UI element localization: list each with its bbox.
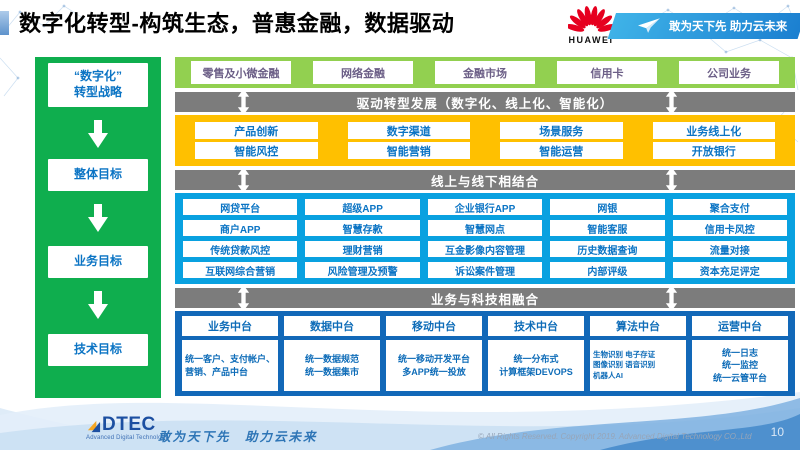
down-arrow-icon bbox=[88, 204, 108, 232]
banner-drive-label: 驱动转型发展（数字化、线上化、智能化） bbox=[356, 96, 614, 111]
application-cell: 互金影像内容管理 bbox=[427, 241, 543, 257]
banner-biz-tech-label: 业务与科技相融合 bbox=[430, 292, 539, 307]
capability-cell: 场景服务 bbox=[500, 122, 623, 139]
platform-column-mobile: 移动中台 统一移动开发平台 多APP统一投放 bbox=[386, 316, 482, 391]
application-cell: 理财营销 bbox=[305, 241, 420, 257]
application-cell: 风险管理及预警 bbox=[305, 262, 420, 278]
application-cell: 企业银行APP bbox=[427, 199, 543, 215]
business-line: 公司业务 bbox=[679, 61, 779, 84]
application-cell: 智能客服 bbox=[550, 220, 665, 236]
application-cell: 信用卡风控 bbox=[672, 220, 787, 236]
page-number: 10 bbox=[770, 425, 784, 439]
business-line: 零售及小微金融 bbox=[191, 61, 291, 84]
business-lines-row: 零售及小微金融 网络金融 金融市场 信用卡 公司业务 bbox=[175, 57, 795, 88]
platform-title: 技术中台 bbox=[488, 316, 584, 336]
adtec-logo: DTEC Advanced Digital Technology bbox=[86, 415, 168, 441]
capability-cell: 智能运营 bbox=[500, 142, 623, 159]
application-cell: 流量对接 bbox=[672, 241, 787, 257]
adtec-arrow-icon bbox=[87, 420, 101, 433]
application-cell: 超级APP bbox=[305, 199, 420, 215]
banner-biz-tech: 业务与科技相融合 bbox=[175, 285, 795, 311]
banner-drive: 驱动转型发展（数字化、线上化、智能化） bbox=[175, 89, 795, 115]
platform-detail: 统一日志 统一监控 统一云管平台 bbox=[692, 340, 788, 391]
application-cell: 历史数据查询 bbox=[550, 241, 665, 257]
application-cell: 商户APP bbox=[183, 220, 298, 236]
platform-detail: 统一数据规范 统一数据集市 bbox=[284, 340, 380, 391]
platform-column-algorithm: 算法中台 生物识别 电子存证 图像识别 语音识别 机器人AI bbox=[590, 316, 686, 391]
capability-cell: 产品创新 bbox=[195, 122, 318, 139]
platform-detail: 统一移动开发平台 多APP统一投放 bbox=[386, 340, 482, 391]
platform-detail: 生物识别 电子存证 图像识别 语音识别 机器人AI bbox=[590, 340, 686, 391]
application-cell: 网贷平台 bbox=[183, 199, 298, 215]
platform-title: 运营中台 bbox=[692, 316, 788, 336]
capability-cell: 开放银行 bbox=[652, 142, 775, 159]
updown-arrow-icon bbox=[665, 285, 678, 311]
capability-cell: 业务线上化 bbox=[652, 122, 775, 139]
application-cell: 智慧网点 bbox=[427, 220, 543, 236]
platform-column-operation: 运营中台 统一日志 统一监控 统一云管平台 bbox=[692, 316, 788, 391]
application-cell: 互联网综合营销 bbox=[183, 262, 298, 278]
application-cell: 传统贷款风控 bbox=[183, 241, 298, 257]
footer-slogan: 敢为天下先 助力云未来 bbox=[158, 430, 318, 444]
updown-arrow-icon bbox=[665, 89, 678, 115]
updown-arrow-icon bbox=[237, 89, 250, 115]
updown-arrow-icon bbox=[665, 167, 678, 193]
paper-plane-icon bbox=[638, 18, 660, 33]
huawei-wordmark: HUAWEI bbox=[568, 35, 614, 45]
strategy-step-3: 业务目标 bbox=[48, 246, 148, 278]
down-arrow-icon bbox=[88, 291, 108, 319]
capability-cell: 数字渠道 bbox=[347, 122, 470, 139]
application-cell: 资本充足评定 bbox=[672, 262, 787, 278]
capability-cell: 智能营销 bbox=[347, 142, 470, 159]
business-line: 金融市场 bbox=[435, 61, 535, 84]
title-accent-bar bbox=[0, 11, 9, 35]
banner-online-offline-label: 线上与线下相结合 bbox=[430, 174, 539, 189]
platform-block: 业务中台 统一客户、支付帐户、营销、产品中台 数据中台 统一数据规范 统一数据集… bbox=[175, 311, 795, 396]
business-line: 信用卡 bbox=[557, 61, 657, 84]
copyright-text: © All Rights Reserved. Copyright 2019. A… bbox=[478, 432, 752, 441]
strategy-step-2: 整体目标 bbox=[48, 159, 148, 191]
platform-column-data: 数据中台 统一数据规范 统一数据集市 bbox=[284, 316, 380, 391]
updown-arrow-icon bbox=[237, 167, 250, 193]
adtec-wordmark: DTEC bbox=[102, 414, 156, 435]
application-cell: 聚合支付 bbox=[672, 199, 787, 215]
platform-column-business: 业务中台 统一客户、支付帐户、营销、产品中台 bbox=[182, 316, 278, 391]
page-title: 数字化转型-构筑生态，普惠金融，数据驱动 bbox=[19, 11, 455, 36]
platform-column-tech: 技术中台 统一分布式 计算框架DEVOPS bbox=[488, 316, 584, 391]
application-cell: 网银 bbox=[550, 199, 665, 215]
platform-title: 算法中台 bbox=[590, 316, 686, 336]
down-arrow-icon bbox=[88, 120, 108, 148]
platform-detail: 统一分布式 计算框架DEVOPS bbox=[488, 340, 584, 391]
capability-cell: 智能风控 bbox=[195, 142, 318, 159]
application-cell: 智慧存款 bbox=[305, 220, 420, 236]
updown-arrow-icon bbox=[237, 285, 250, 311]
application-cell: 内部评级 bbox=[550, 262, 665, 278]
business-line: 网络金融 bbox=[313, 61, 413, 84]
header-slogan-banner: 敢为天下先 助力云未来 bbox=[607, 13, 800, 39]
strategy-sidebar: “数字化” 转型战略 整体目标 业务目标 技术目标 bbox=[35, 57, 161, 398]
platform-title: 数据中台 bbox=[284, 316, 380, 336]
platform-title: 业务中台 bbox=[182, 316, 278, 336]
header-slogan: 敢为天下先 助力云未来 bbox=[669, 21, 788, 33]
application-cell: 诉讼案件管理 bbox=[427, 262, 543, 278]
banner-online-offline: 线上与线下相结合 bbox=[175, 167, 795, 193]
capability-block: 产品创新 数字渠道 场景服务 业务线上化 智能风控 智能营销 智能运营 开放银行 bbox=[175, 115, 795, 166]
platform-title: 移动中台 bbox=[386, 316, 482, 336]
adtec-subtext: Advanced Digital Technology bbox=[86, 435, 169, 441]
platform-detail: 统一客户、支付帐户、营销、产品中台 bbox=[182, 340, 278, 391]
application-grid: 网贷平台 超级APP 企业银行APP 网银 聚合支付 商户APP 智慧存款 智慧… bbox=[175, 193, 795, 284]
strategy-step-1: “数字化” 转型战略 bbox=[48, 63, 148, 107]
huawei-flower-icon bbox=[568, 6, 614, 32]
strategy-step-4: 技术目标 bbox=[48, 334, 148, 366]
